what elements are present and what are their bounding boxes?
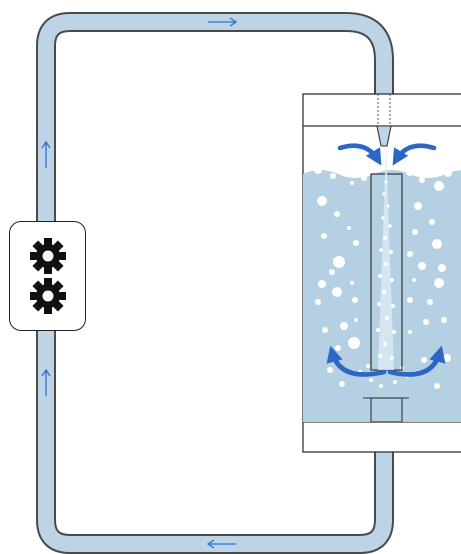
flow-arrow-left-upper: [41, 140, 51, 168]
circulation-arrows: [326, 143, 446, 377]
flow-arrow-left-lower: [41, 368, 51, 396]
curved-arrow-icon: [337, 143, 382, 166]
bubbles: [314, 168, 452, 389]
spray-jet: [376, 148, 396, 370]
flow-arrow-top: [208, 17, 238, 27]
curved-arrow-icon: [392, 143, 437, 166]
pipe-fill: [38, 14, 392, 552]
flow-arrow-bottom: [206, 539, 236, 549]
pump-box: [9, 221, 86, 331]
gear-upper-icon: [30, 238, 66, 274]
gear-lower-icon: [30, 278, 66, 314]
curved-arrow-icon: [387, 345, 446, 377]
reactor-vessel: [302, 93, 461, 453]
circulation-pipe: [36, 12, 394, 554]
gears-icon: [30, 238, 66, 314]
curved-arrow-icon: [326, 345, 387, 377]
nozzle: [376, 94, 392, 147]
